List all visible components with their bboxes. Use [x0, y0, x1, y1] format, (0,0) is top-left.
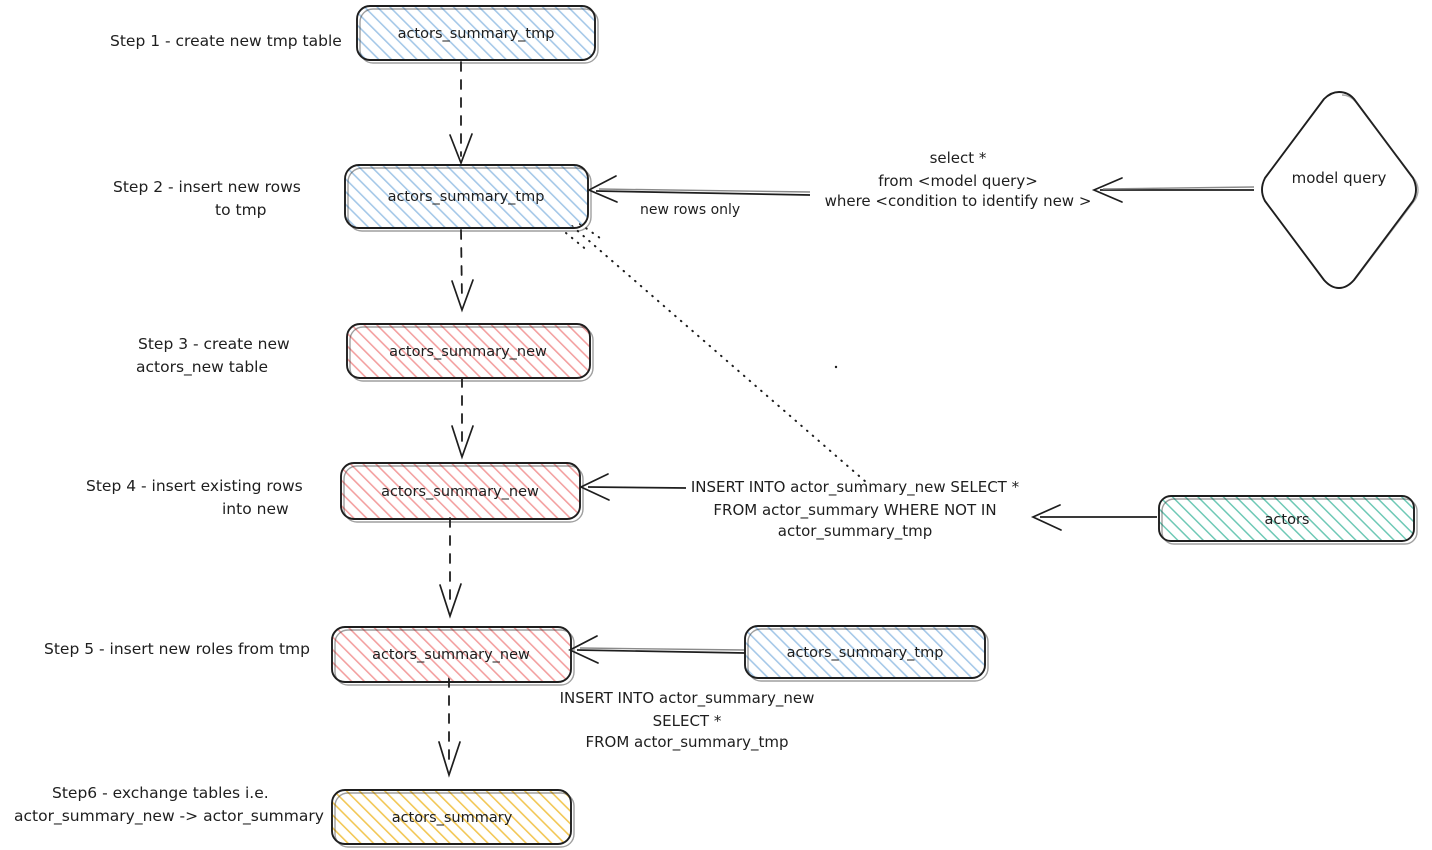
flow-arrow-step1-to-step2	[449, 61, 473, 166]
node-label: actors_summary_new	[381, 484, 539, 500]
node-actors-summary-new-step4[interactable]: actors_summary_new	[340, 462, 584, 523]
node-label: actors_summary_tmp	[388, 189, 545, 205]
flow-arrow-step4-to-step5	[439, 517, 462, 619]
node-model-query-diamond[interactable]: model query	[1261, 91, 1419, 289]
step2-label-line2: to tmp	[215, 201, 267, 219]
node-label: actors_summary_new	[372, 647, 530, 663]
node-actors-summary-tmp-step2[interactable]: actors_summary_tmp	[344, 164, 592, 232]
step2-label-line1: Step 2 - insert new rows	[113, 178, 301, 196]
arrow-tmp-to-new-step5	[568, 635, 746, 664]
stray-dot	[834, 365, 838, 369]
sql-line-1: INSERT INTO actor_summary_new SELECT *	[691, 478, 1020, 497]
annotation-new-rows-only: new rows only	[640, 202, 740, 218]
node-actors-summary-final[interactable]: actors_summary	[331, 789, 575, 848]
step6-label-line2: actor_summary_new -> actor_summary	[14, 807, 324, 826]
flow-arrow-step5-to-step6	[438, 677, 461, 778]
dotted-reference-line	[565, 223, 867, 483]
step5-label: Step 5 - insert new roles from tmp	[44, 640, 310, 658]
step3-label-line2: actors_new table	[136, 358, 268, 377]
node-actors-source-table[interactable]: actors	[1158, 495, 1418, 545]
node-label: actors_summary_new	[389, 344, 547, 360]
flow-arrow-step2-to-step3	[451, 229, 474, 313]
sql-line-2: SELECT *	[653, 712, 722, 730]
node-actors-summary-new-step3[interactable]: actors_summary_new	[346, 323, 594, 382]
sql-line-3: FROM actor_summary_tmp	[585, 733, 788, 752]
node-actors-summary-new-step5[interactable]: actors_summary_new	[331, 626, 575, 686]
step6-label-line1: Step6 - exchange tables i.e.	[52, 784, 269, 802]
annotation-step5-sql: INSERT INTO actor_summary_new SELECT * F…	[560, 689, 815, 752]
arrow-actors-to-sql-step4	[1030, 504, 1157, 531]
sql-line-1: INSERT INTO actor_summary_new	[560, 689, 815, 708]
annotation-model-query-sql: select * from <model query> where <condi…	[825, 149, 1092, 210]
node-label: actors_summary_tmp	[398, 26, 555, 42]
sql-line-1: select *	[930, 149, 987, 167]
sql-line-2: from <model query>	[878, 172, 1038, 190]
node-label: actors	[1265, 512, 1310, 528]
step1-label: Step 1 - create new tmp table	[110, 32, 342, 50]
node-actors-summary-tmp-step1[interactable]: actors_summary_tmp	[356, 5, 599, 64]
step3-label-line1: Step 3 - create new	[138, 335, 290, 353]
arrow-annotation-to-tmp-step2	[587, 175, 811, 203]
node-actors-summary-tmp-source-step5[interactable]: actors_summary_tmp	[744, 625, 989, 682]
flow-arrow-step3-to-step4	[451, 377, 474, 460]
node-label: model query	[1292, 169, 1387, 187]
step4-label-line1: Step 4 - insert existing rows	[86, 477, 303, 495]
annotation-step4-sql: INSERT INTO actor_summary_new SELECT * F…	[691, 478, 1020, 541]
sql-line-3: actor_summary_tmp	[778, 522, 932, 541]
arrow-sql-to-new-step4	[579, 473, 687, 501]
sql-line-3: where <condition to identify new >	[825, 192, 1092, 210]
node-label: actors_summary_tmp	[787, 645, 944, 661]
arrow-modelquery-to-annotation	[1091, 177, 1255, 203]
step4-label-line2: into new	[222, 500, 289, 518]
sql-line-2: FROM actor_summary WHERE NOT IN	[713, 501, 996, 520]
node-label: actors_summary	[392, 810, 513, 826]
